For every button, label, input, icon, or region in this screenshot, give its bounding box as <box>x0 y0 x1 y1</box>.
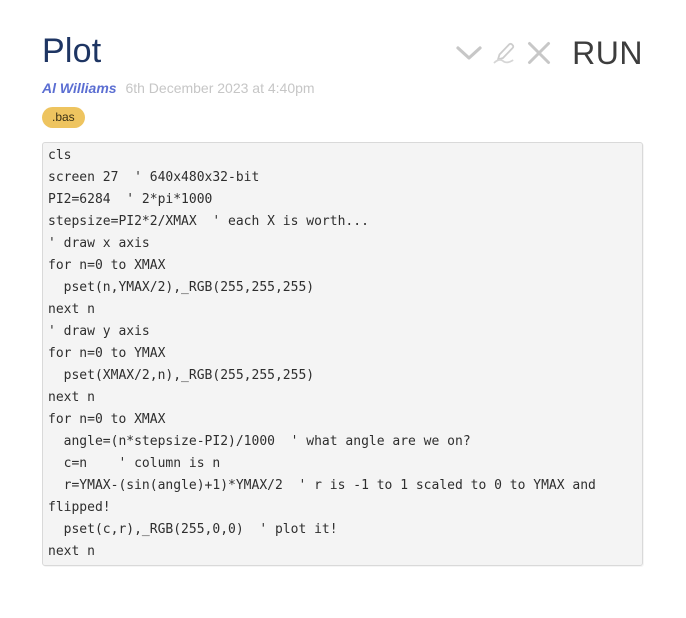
run-button[interactable]: RUN <box>572 35 643 71</box>
header: Plot RUN <box>42 0 643 70</box>
post-date: 6th December 2023 at 4:40pm <box>125 80 315 96</box>
file-extension-tag[interactable]: .bas <box>42 107 85 128</box>
page-title: Plot <box>42 32 102 70</box>
tag-row: .bas <box>42 107 643 128</box>
code-block: cls screen 27 ' 640x480x32-bit PI2=6284 … <box>48 148 596 559</box>
pencil-edit-icon[interactable] <box>491 40 517 66</box>
chevron-down-icon[interactable] <box>456 40 482 66</box>
author-link[interactable]: Al Williams <box>42 80 117 96</box>
byline: Al Williams 6th December 2023 at 4:40pm <box>42 80 643 97</box>
code-container: cls screen 27 ' 640x480x32-bit PI2=6284 … <box>42 142 643 566</box>
header-controls: RUN <box>456 37 643 70</box>
close-x-icon[interactable] <box>526 40 552 66</box>
